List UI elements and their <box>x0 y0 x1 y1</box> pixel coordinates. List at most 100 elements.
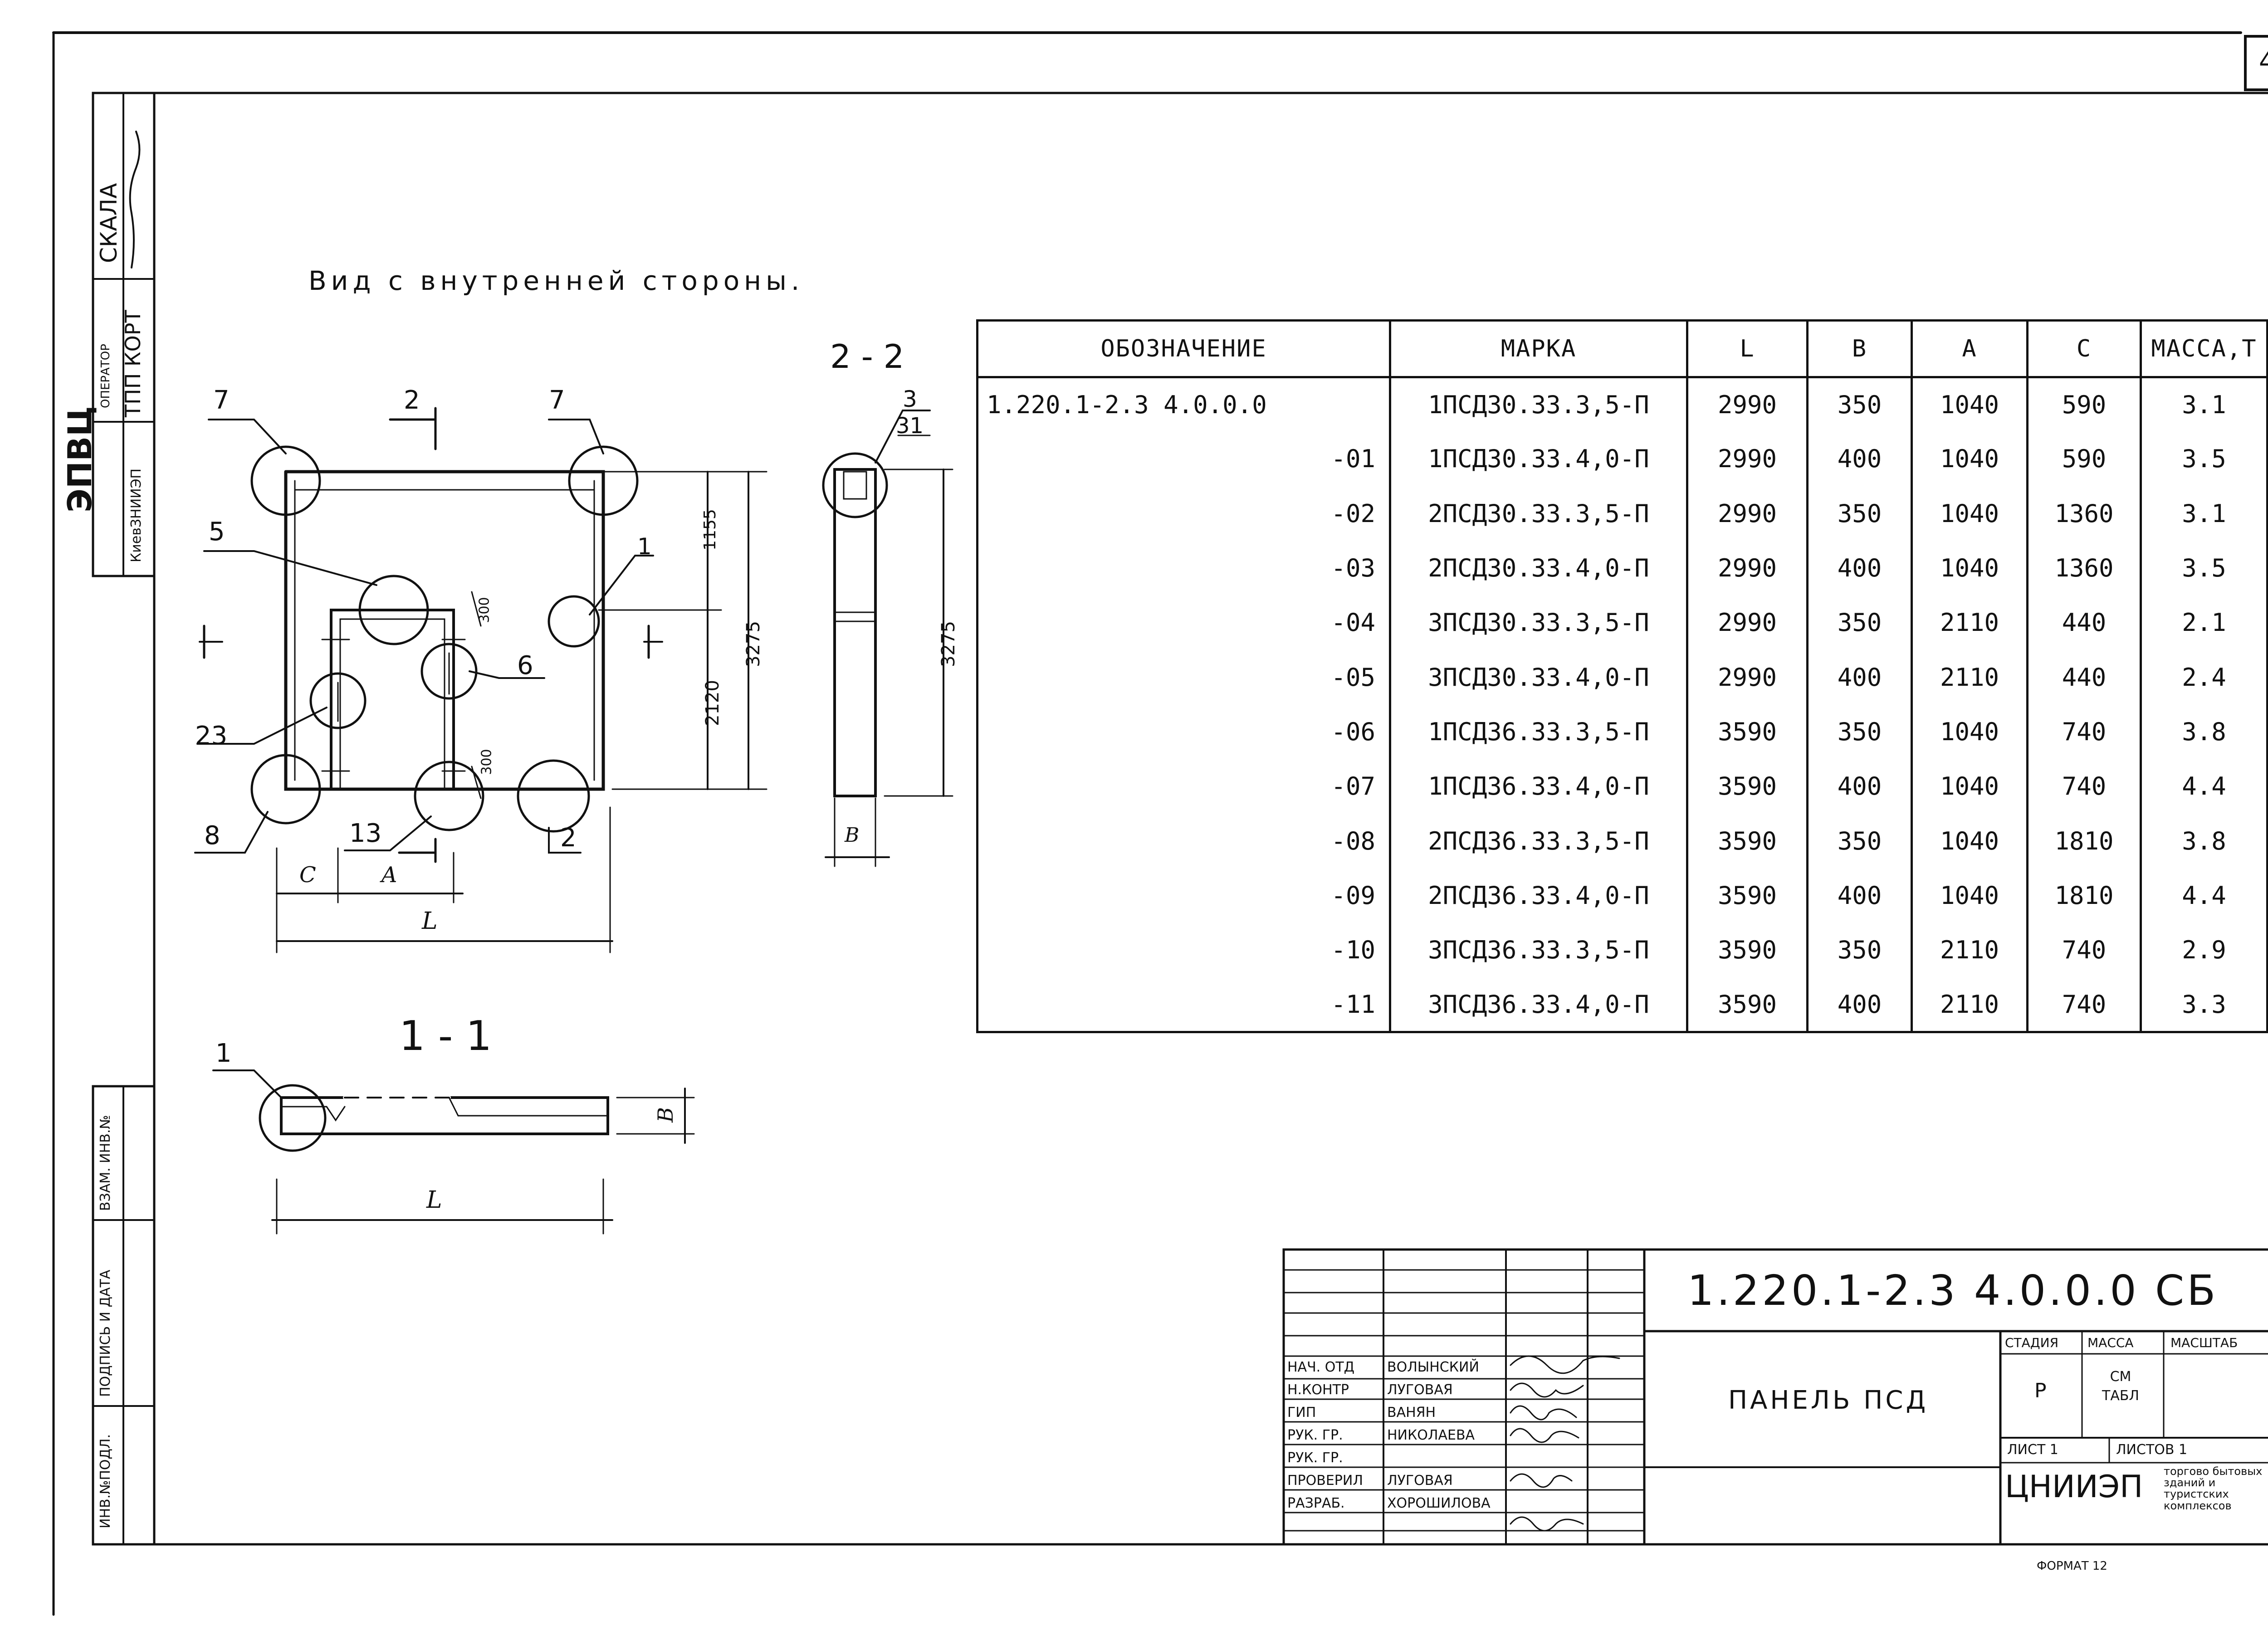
table-cell: 740 <box>2026 977 2142 1033</box>
staff-name: НИКОЛАЕВА <box>1387 1427 1475 1443</box>
table-cell: 350 <box>1806 595 1913 650</box>
table-header-row: ОБОЗНАЧЕНИЕ МАРКА L В А С МАССА,Т <box>976 319 2268 378</box>
sheet-label: ЛИСТ 1 <box>2007 1442 2058 1458</box>
table-cell: -01 <box>976 431 1391 487</box>
dim-l-section: L <box>426 1186 442 1214</box>
table-cell: 2ПСД30.33.3,5-П <box>1389 486 1688 541</box>
staff-name: ЛУГОВАЯ <box>1387 1473 1453 1489</box>
table-cell: 2110 <box>1911 923 2028 978</box>
table-cell: -02 <box>976 486 1391 541</box>
table-cell: 3.1 <box>2140 377 2268 432</box>
dim-c: С <box>299 862 316 888</box>
stage-value: Р <box>2034 1379 2047 1402</box>
scale-label: МАСШТАБ <box>2170 1335 2238 1350</box>
table-cell: 2990 <box>1686 595 1809 650</box>
table-cell: 1.220.1-2.3 4.0.0.0 <box>976 377 1391 432</box>
table-cell: 1040 <box>1911 759 2028 814</box>
stamp-org: ЭПВЦ <box>61 406 99 513</box>
section-1-1-label: 1 - 1 <box>399 1012 492 1060</box>
table-cell: 3ПСД30.33.4,0-П <box>1389 650 1688 705</box>
dim-a: А <box>381 862 398 888</box>
view-title: Вид с внутренней стороны. <box>308 265 804 296</box>
header-mark: МАРКА <box>1389 319 1688 378</box>
table-cell: 2ПСД36.33.3,5-П <box>1389 814 1688 869</box>
dim-1155: 1155 <box>700 509 719 551</box>
table-cell: 400 <box>1806 759 1913 814</box>
table-cell: 400 <box>1806 868 1913 923</box>
table-cell: -09 <box>976 868 1391 923</box>
staff-role: РУК. ГР. <box>1287 1450 1343 1466</box>
table-cell: 3.8 <box>2140 814 2268 869</box>
table-cell: -08 <box>976 814 1391 869</box>
table-cell: 2990 <box>1686 431 1809 487</box>
table-cell: 590 <box>2026 377 2142 432</box>
table-cell: 3590 <box>1686 977 1809 1033</box>
drawing-name: ПАНЕЛЬ ПСД <box>1728 1386 1929 1415</box>
table-cell: 2990 <box>1686 377 1809 432</box>
table-cell: -11 <box>976 977 1391 1033</box>
table-cell: 4.4 <box>2140 759 2268 814</box>
table-cell: 2ПСД36.33.4,0-П <box>1389 868 1688 923</box>
dim-2120: 2120 <box>702 680 723 726</box>
dim-3275-section: 3275 <box>938 621 959 667</box>
header-l: L <box>1686 319 1809 378</box>
callout-23: 23 <box>195 721 228 751</box>
staff-name: ВОЛЫНСКИЙ <box>1387 1359 1479 1375</box>
page-number: 45 <box>2259 47 2268 76</box>
table-cell: 400 <box>1806 977 1913 1033</box>
table-cell: -03 <box>976 541 1391 596</box>
table-cell: 3590 <box>1686 814 1809 869</box>
table-cell: 1040 <box>1911 814 2028 869</box>
table-cell: 4.4 <box>2140 868 2268 923</box>
stage-label: СТАДИЯ <box>2005 1335 2059 1350</box>
table-cell: 1040 <box>1911 377 2028 432</box>
dim-3275: 3275 <box>743 621 764 667</box>
table-cell: 400 <box>1806 431 1913 487</box>
table-cell: 3ПСД30.33.3,5-П <box>1389 595 1688 650</box>
table-cell: 3.3 <box>2140 977 2268 1033</box>
table-cell: 740 <box>2026 923 2142 978</box>
callout-7-right: 7 <box>549 386 565 415</box>
staff-role: РУК. ГР. <box>1287 1427 1343 1443</box>
table-cell: 3ПСД36.33.4,0-П <box>1389 977 1688 1033</box>
table-cell: 2.9 <box>2140 923 2268 978</box>
sheets-label: ЛИСТОВ 1 <box>2116 1442 2188 1458</box>
header-c: С <box>2026 319 2142 378</box>
staff-role: НАЧ. ОТД <box>1287 1359 1355 1375</box>
table-cell: 3.8 <box>2140 704 2268 759</box>
mass-value: СМ ТАБЛ <box>2102 1369 2139 1404</box>
table-cell: 350 <box>1806 377 1913 432</box>
table-cell: 350 <box>1806 814 1913 869</box>
table-cell: 3.5 <box>2140 431 2268 487</box>
table-cell: 2990 <box>1686 650 1809 705</box>
callout-31: 31 <box>896 413 924 439</box>
table-cell: 2ПСД30.33.4,0-П <box>1389 541 1688 596</box>
table-cell: 2.1 <box>2140 595 2268 650</box>
table-cell: 2.4 <box>2140 650 2268 705</box>
table-cell: 3.5 <box>2140 541 2268 596</box>
table-cell: 2110 <box>1911 977 2028 1033</box>
table-cell: 2990 <box>1686 486 1809 541</box>
table-cell: 3590 <box>1686 923 1809 978</box>
stamp-org-sub: КиевЗНИИЭП <box>128 468 144 562</box>
table-cell: 1ПСД36.33.3,5-П <box>1389 704 1688 759</box>
staff-name: ЛУГОВАЯ <box>1387 1382 1453 1398</box>
callout-3: 3 <box>903 386 917 412</box>
callout-1: 1 <box>637 533 652 560</box>
stamp-vzam: ВЗАМ. ИНВ.№ <box>98 1115 113 1211</box>
dim-l: L <box>422 908 438 935</box>
table-cell: -06 <box>976 704 1391 759</box>
table-cell: 1040 <box>1911 541 2028 596</box>
mass-label: МАССА <box>2087 1335 2134 1350</box>
table-cell: 400 <box>1806 541 1913 596</box>
drawing-code: 1.220.1-2.3 4.0.0.0 СБ <box>1687 1266 2219 1315</box>
dim-b-section: В <box>653 1107 678 1123</box>
table-cell: 1360 <box>2026 541 2142 596</box>
table-cell: 1040 <box>1911 704 2028 759</box>
